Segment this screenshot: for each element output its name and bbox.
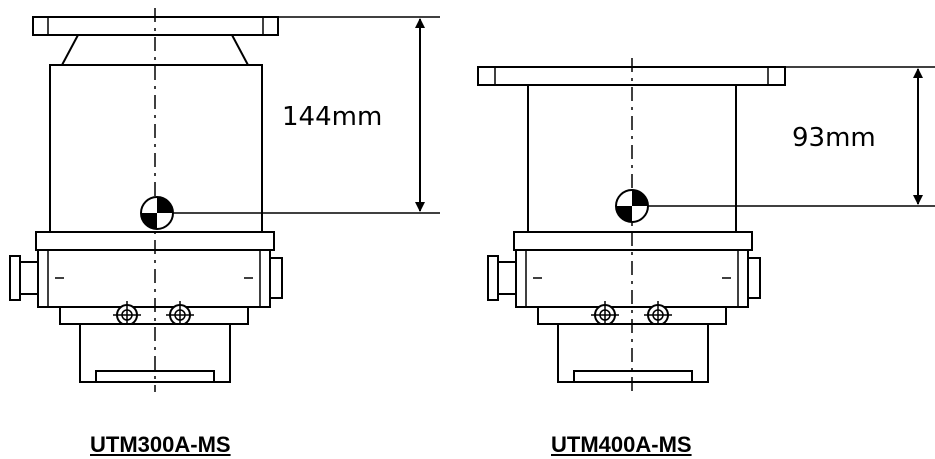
model-label-utm300a-ms: UTM300A-MS bbox=[90, 432, 231, 457]
left-port bbox=[497, 261, 517, 295]
right-port bbox=[269, 257, 283, 299]
pump-utm400a-ms: 93mm bbox=[477, 58, 935, 392]
right-port bbox=[747, 257, 761, 299]
bottom-plate bbox=[59, 306, 249, 325]
center-of-gravity-symbol bbox=[615, 189, 649, 223]
base-flange bbox=[513, 231, 753, 251]
lower-housing bbox=[37, 249, 271, 308]
pump-utm300a-ms: 144mm bbox=[9, 8, 440, 392]
center-of-gravity-symbol bbox=[140, 196, 174, 230]
dimension-label: 144mm bbox=[282, 102, 382, 132]
dimension-label: 93mm bbox=[792, 123, 876, 153]
left-port bbox=[19, 261, 39, 295]
model-label-utm400a-ms: UTM400A-MS bbox=[551, 432, 692, 457]
